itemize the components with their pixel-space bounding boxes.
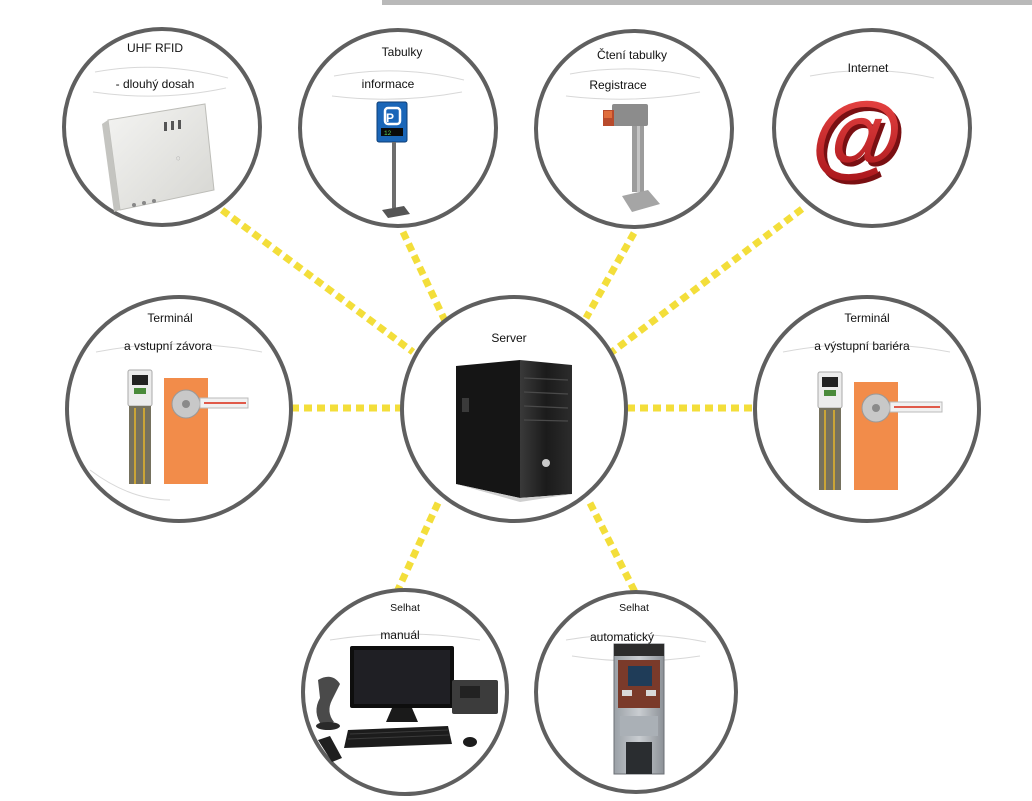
connector-auto — [586, 501, 640, 596]
connector-manual — [392, 501, 442, 596]
lpr-camera-icon — [603, 104, 660, 212]
rfid-label-line2: - dlouhý dosah — [116, 77, 195, 91]
manual-label-line1: Selhat — [390, 602, 420, 614]
parking-sign-icon: P 12 — [376, 101, 410, 218]
sign-label-line1: Tabulky — [382, 45, 423, 59]
exit-label-line2: a výstupní bariéra — [814, 339, 910, 353]
svg-text:@: @ — [809, 86, 913, 189]
header-band — [382, 0, 1032, 5]
svg-text:12: 12 — [384, 130, 392, 137]
auto-label-line2: automatický — [590, 630, 654, 644]
workstation-icon — [316, 646, 498, 762]
entry-label-line1: Terminál — [147, 311, 192, 325]
connector-sign — [399, 230, 450, 325]
labels: Server UHF RFID - dlouhý dosah Tabulky i… — [116, 41, 910, 644]
sign-label-line2: informace — [362, 77, 415, 91]
connectors — [219, 206, 805, 596]
exit-label-line1: Terminál — [844, 311, 889, 325]
rfid-reader-icon: ⬡ — [102, 103, 215, 212]
connector-rfid — [219, 207, 416, 355]
server-label: Server — [491, 331, 526, 345]
manual-label-line2: manuál — [380, 628, 419, 642]
terminal-barrier-icon — [817, 371, 943, 490]
pay-station-icon — [613, 643, 665, 775]
connector-lpr — [582, 231, 638, 320]
svg-text:P: P — [386, 111, 394, 125]
entry-label-line2: a vstupní závora — [124, 339, 212, 353]
pc-tower-icon — [456, 360, 572, 502]
terminal-barrier-icon — [127, 369, 249, 484]
internet-label: Internet — [848, 61, 889, 75]
label-arcs — [89, 66, 951, 662]
lpr-label-line1: Čtení tabulky — [597, 47, 667, 62]
svg-text:@: @ — [806, 82, 910, 185]
connector-internet — [609, 206, 805, 355]
at-sign-icon: @ @ — [806, 82, 914, 189]
ring-internet — [772, 28, 972, 228]
lpr-label-line2: Registrace — [589, 78, 647, 92]
svg-text:⬡: ⬡ — [176, 156, 180, 162]
rfid-label-line1: UHF RFID — [127, 41, 183, 55]
auto-label-line1: Selhat — [619, 602, 649, 614]
